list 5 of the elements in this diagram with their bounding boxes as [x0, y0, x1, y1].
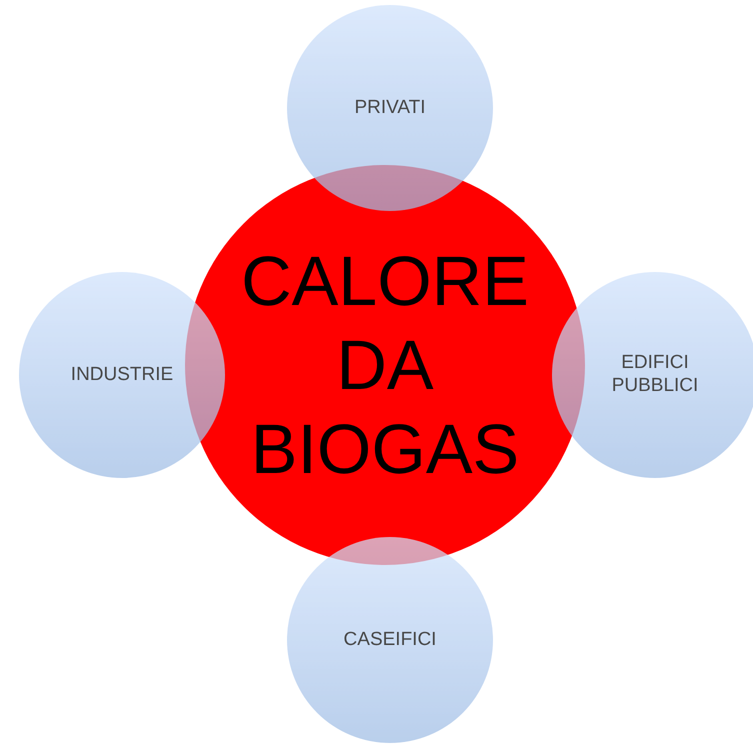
topic-label: CASEIFICI [344, 628, 436, 652]
hub-title: CALORE DA BIOGAS [240, 241, 530, 490]
topic-label: INDUSTRIE [70, 364, 174, 386]
topic-label: EDIFICI PUBBLICI [610, 352, 700, 398]
topic-label: PRIVATI [354, 96, 426, 120]
